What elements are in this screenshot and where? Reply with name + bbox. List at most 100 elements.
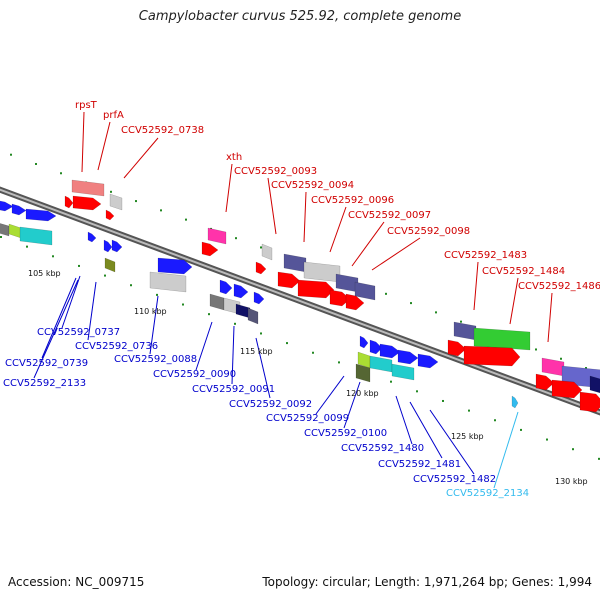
gene-block — [453, 321, 477, 341]
gc-dot — [208, 313, 210, 316]
tick-125: 125 kbp — [451, 432, 484, 441]
leader-line — [329, 206, 347, 253]
gene-label: CCV52592_0737 — [37, 327, 120, 338]
gene-block — [473, 327, 531, 351]
gene-arrow — [345, 293, 365, 311]
gene-block — [109, 193, 123, 211]
gc-dot — [35, 162, 37, 165]
leader-line — [351, 221, 385, 267]
tick-110: 110 kbp — [134, 307, 167, 316]
gene-arrow — [535, 373, 555, 391]
gene-arrow — [64, 195, 74, 209]
gene-label: CCV52592_0094 — [271, 180, 354, 191]
gene-block — [303, 261, 341, 283]
leader-line — [315, 375, 345, 415]
gene-label: CCV52592_1483 — [444, 250, 527, 261]
gene-block — [104, 257, 116, 273]
gene-label: CCV52592_1481 — [378, 459, 461, 470]
gene-arrow — [105, 209, 115, 221]
gene-arrow — [201, 241, 219, 257]
gc-dot — [560, 357, 562, 360]
gc-dot — [78, 264, 80, 267]
gene-arrow — [0, 200, 14, 212]
gene-block — [589, 375, 600, 394]
gene-arrow — [255, 261, 267, 275]
gene-label: CCV52592_0093 — [234, 166, 317, 177]
gc-dot — [286, 342, 288, 345]
leader-line — [149, 295, 159, 355]
gene-block — [247, 307, 259, 325]
leader-line — [267, 177, 277, 235]
gene-arrow — [11, 203, 27, 216]
gene-label: CCV52592_0092 — [229, 399, 312, 410]
gene-block — [541, 357, 565, 377]
leader-line — [303, 191, 307, 243]
gene-block — [355, 363, 371, 383]
gene-label: CCV52592_0088 — [114, 354, 197, 365]
gene-block — [0, 223, 10, 237]
gene-label: rpsT — [75, 100, 98, 111]
gc-dot — [26, 245, 28, 248]
gene-label: CCV52592_0738 — [121, 125, 204, 136]
tick-105: 105 kbp — [28, 269, 61, 278]
gene-arrow — [579, 391, 600, 413]
leader-line — [509, 277, 519, 325]
gene-label: CCV52592_0099 — [266, 413, 349, 424]
gene-arrow — [233, 283, 249, 299]
gc-dot — [410, 302, 412, 305]
gene-label: CCV52592_0736 — [75, 341, 158, 352]
gene-labels-top: rpsT prfA CCV52592_0738 xth CCV52592_009… — [75, 100, 600, 292]
gene-label: CCV52592_1486 — [518, 281, 600, 292]
leader-line — [231, 325, 235, 385]
gene-label: xth — [226, 152, 242, 163]
gc-dot — [234, 322, 236, 325]
leader-line — [409, 401, 443, 459]
gc-dot — [535, 348, 537, 351]
gene-label: CCV52592_1484 — [482, 266, 565, 277]
leader-line — [395, 395, 413, 445]
scale-ticks: 105 kbp 110 kbp 115 kbp 120 kbp 125 kbp … — [28, 269, 588, 486]
backbone — [0, 186, 600, 416]
gene-block — [283, 253, 307, 273]
gene-label: CCV52592_0098 — [387, 226, 470, 237]
gene-arrow — [369, 339, 383, 355]
gene-block — [335, 273, 359, 293]
gene-features — [0, 179, 600, 413]
gene-arrow — [87, 231, 97, 243]
gene-block — [261, 243, 273, 261]
gene-block — [19, 226, 53, 246]
gene-label: CCV52592_2133 — [3, 378, 86, 389]
gene-label: CCV52592_1482 — [413, 474, 496, 485]
gene-label: CCV52592_0100 — [304, 428, 387, 439]
gene-label: prfA — [103, 110, 124, 121]
gc-dot — [385, 292, 387, 295]
gene-arrow — [397, 349, 419, 365]
gc-dot — [260, 332, 262, 335]
gene-arrow — [511, 395, 519, 409]
leader-line — [195, 321, 213, 371]
gc-dot — [390, 380, 392, 383]
gc-dot — [160, 209, 162, 212]
gc-dot — [156, 293, 158, 296]
gene-block — [391, 363, 415, 381]
gene-arrow — [157, 257, 193, 275]
gene-block — [71, 179, 105, 197]
map-title: Campylobacter curvus 525.92, complete ge… — [138, 9, 462, 24]
gene-arrow — [72, 195, 102, 211]
leader-line — [225, 163, 233, 213]
leader-line — [97, 121, 111, 171]
gc-dot — [135, 200, 137, 203]
leader-line — [123, 137, 159, 179]
gc-dot — [110, 190, 112, 193]
gene-block — [8, 223, 22, 239]
tick-115: 115 kbp — [240, 347, 273, 356]
leader-line — [81, 111, 85, 173]
genome-summary: Topology: circular; Length: 1,971,264 bp… — [262, 575, 592, 589]
gc-dot — [235, 237, 237, 240]
gc-dot — [585, 367, 587, 370]
gc-dot — [338, 361, 340, 364]
gene-arrow — [463, 345, 521, 367]
gene-block — [207, 227, 227, 245]
leader-line — [61, 275, 81, 329]
